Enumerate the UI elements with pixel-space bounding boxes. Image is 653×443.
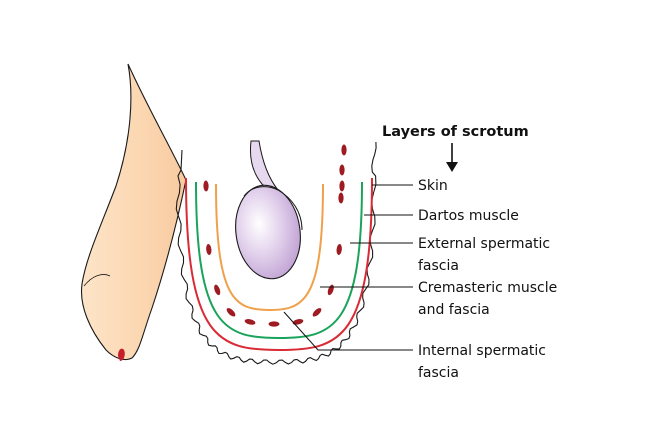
penis	[80, 63, 187, 361]
cremasteric-muscle-fiber	[214, 284, 221, 296]
cremasteric-muscle-fiber	[339, 180, 345, 192]
dartos-muscle-layer	[185, 177, 373, 352]
spermatic-cord	[249, 140, 279, 192]
label-external-spermatic-line1: External spermatic	[418, 236, 550, 252]
penis-body	[80, 63, 187, 361]
cremasteric-muscle-fiber	[268, 321, 280, 327]
down-arrow-icon	[446, 143, 458, 172]
label-internal-spermatic-line2: fascia	[418, 365, 459, 381]
epididymis-outline	[243, 186, 303, 231]
cremasteric-muscle-fiber	[203, 180, 209, 192]
layer-labels: Skin Dartos muscle External spermatic fa…	[418, 178, 557, 381]
label-internal-spermatic-line1: Internal spermatic	[418, 343, 546, 359]
testis	[235, 140, 303, 280]
internal-spermatic-fascia-layer	[215, 183, 324, 312]
cremasteric-muscle-fiber	[341, 144, 347, 156]
label-dartos-muscle: Dartos muscle	[418, 208, 519, 224]
label-external-spermatic-line2: fascia	[418, 258, 459, 274]
label-skin: Skin	[418, 178, 448, 194]
label-cremasteric-line2: and fascia	[418, 302, 490, 318]
leader-lines	[283, 184, 413, 351]
label-cremasteric-line1: Cremasteric muscle	[418, 280, 557, 296]
urethral-opening	[118, 348, 125, 361]
skin-layer	[175, 141, 377, 365]
cremasteric-muscle-fiber	[206, 244, 212, 255]
cremasteric-muscle-fiber	[312, 308, 322, 317]
diagram-title: Layers of scrotum	[382, 124, 529, 140]
testis-body	[235, 184, 301, 280]
cremasteric-muscle-fiber	[292, 319, 304, 325]
cremasteric-muscle-fiber	[336, 244, 342, 255]
cremasteric-muscle-fiber	[338, 192, 344, 204]
cremasteric-muscle-fiber	[327, 284, 334, 296]
scrotal-layers	[175, 141, 377, 365]
glans-fold-line	[83, 274, 111, 287]
cremasteric-muscle-fiber	[226, 308, 236, 317]
cremasteric-muscle-fiber	[244, 319, 256, 325]
cremasteric-muscle-layer	[203, 144, 347, 327]
cremasteric-muscle-fiber	[339, 164, 345, 176]
external-spermatic-fascia-layer	[195, 181, 363, 340]
leader-internal	[283, 311, 413, 351]
